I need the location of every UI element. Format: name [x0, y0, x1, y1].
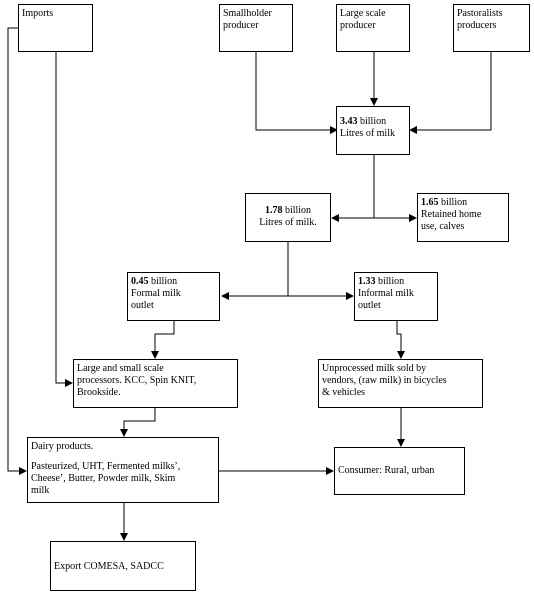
informal-unit: billion: [375, 276, 405, 287]
total-milk-box: 3.43 billion Litres of milk: [336, 106, 410, 155]
marketed-line-1: 1.78 billion: [249, 205, 327, 217]
informal-line-3: outlet: [358, 300, 381, 311]
imports-box: Imports: [18, 4, 93, 52]
total-milk-line-1: 3.43 billion: [340, 116, 406, 128]
retained-line-1: 1.65 billion: [421, 197, 505, 209]
large-scale-line-2: producer: [340, 20, 376, 31]
large-scale-line-1: Large scale: [340, 8, 386, 19]
formal-outlet-box: 0.45 billion Formal milk outlet: [127, 272, 220, 321]
consumer-box: Consumer: Rural, urban: [334, 447, 465, 495]
informal-outlet-box: 1.33 billion Informal milk outlet: [354, 272, 438, 321]
formal-value: 0.45: [131, 276, 149, 287]
unprocessed-line-2: vendors, (raw milk) in bicycles: [322, 375, 447, 386]
unprocessed-line-3: & vehicles: [322, 387, 366, 398]
marketed-unit: billion: [282, 205, 312, 216]
formal-unit: billion: [148, 276, 178, 287]
processors-line-2: processors. KCC, Spin KNIT,: [77, 375, 197, 386]
smallholder-producer-box: Smallholder producer: [219, 4, 293, 52]
dairy-line-2: Cheese’, Butter, Powder milk, Skim: [31, 473, 176, 484]
arrow-smallholder-to-total: [255, 52, 338, 134]
arrow-imports-left-to-dairy: [7, 27, 27, 475]
retained-unit: billion: [438, 197, 468, 208]
dairy-title: Dairy products.: [31, 441, 94, 452]
total-milk-unit: billion: [357, 116, 387, 127]
imports-label: Imports: [22, 8, 54, 19]
consumer-label: Consumer: Rural, urban: [338, 465, 435, 476]
retained-milk-box: 1.65 billion Retained home use, calves: [417, 193, 509, 242]
arrow-pastoralists-to-total: [409, 52, 492, 134]
marketed-milk-box: 1.78 billion Litres of milk.: [245, 193, 331, 242]
informal-value: 1.33: [358, 276, 376, 287]
large-scale-producer-box: Large scale producer: [336, 4, 410, 52]
retained-value: 1.65: [421, 197, 439, 208]
total-milk-line-2: Litres of milk: [340, 128, 395, 139]
smallholder-line-2: producer: [223, 20, 259, 31]
retained-line-3: use, calves: [421, 221, 465, 232]
dairy-gap: [31, 453, 215, 461]
unprocessed-line-1: Unprocessed milk sold by: [322, 363, 427, 374]
formal-line-3: outlet: [131, 300, 154, 311]
informal-line-2: Informal milk: [358, 288, 414, 299]
pastoralists-line-2: producers: [457, 20, 497, 31]
dairy-products-box: Dairy products. Pasteurized, UHT, Fermen…: [27, 437, 219, 503]
processors-box: Large and small scale processors. KCC, S…: [73, 359, 238, 408]
unprocessed-milk-box: Unprocessed milk sold by vendors, (raw m…: [318, 359, 483, 408]
informal-line-1: 1.33 billion: [358, 276, 434, 288]
smallholder-line-1: Smallholder: [223, 8, 272, 19]
retained-line-2: Retained home: [421, 209, 482, 220]
export-box: Export COMESA, SADCC: [50, 541, 196, 591]
marketed-value: 1.78: [264, 205, 283, 216]
export-label: Export COMESA, SADCC: [54, 561, 164, 572]
processors-line-3: Brookside.: [77, 387, 121, 398]
dairy-line-3: milk: [31, 485, 50, 496]
total-milk-value: 3.43: [340, 116, 358, 127]
formal-line-2: Formal milk: [131, 288, 181, 299]
processors-line-1: Large and small scale: [77, 363, 164, 374]
pastoralists-line-1: Pastoralists: [457, 8, 503, 19]
arrow-processors-to-dairy: [120, 408, 156, 437]
pastoralists-producer-box: Pastoralists producers: [453, 4, 530, 52]
arrow-informal-to-unprocessed: [396, 321, 405, 359]
marketed-line-2: Litres of milk.: [259, 217, 317, 228]
formal-line-1: 0.45 billion: [131, 276, 216, 288]
dairy-line-1: Pasteurized, UHT, Fermented milks’,: [31, 461, 181, 472]
arrow-imports-to-processors: [55, 52, 73, 387]
arrow-formal-to-processors: [151, 321, 175, 359]
